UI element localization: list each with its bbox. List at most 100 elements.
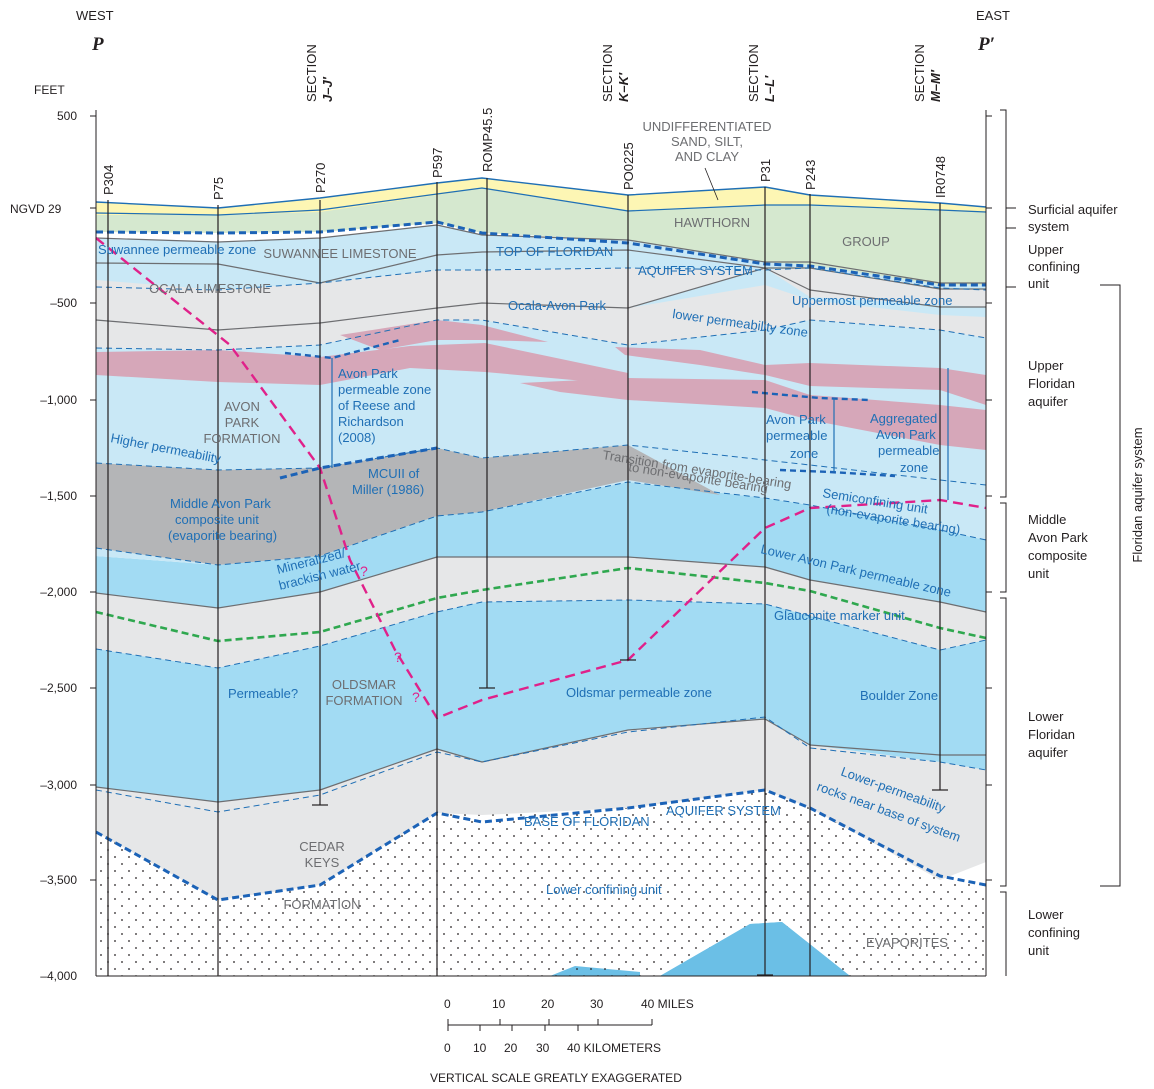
- unit-brackets: [1000, 109, 1121, 976]
- svg-text:10: 10: [473, 1041, 487, 1055]
- base-floridan-line: [95, 788, 987, 902]
- hydro-zone-labels: Suwannee permeable zone TOP OF FLORIDAN …: [98, 242, 963, 897]
- mcuii-line: [279, 446, 438, 480]
- mapcu-top-line: [95, 444, 987, 486]
- section-crossing-labels: SECTION J–J′ SECTION K–K′ SECTION L–L′ S…: [304, 44, 943, 102]
- scale-labels: 0 10 20 30 40 MILES 0 10 20 30 40 KILOME…: [430, 997, 694, 1085]
- svg-text:Miller (1986): Miller (1986): [352, 482, 424, 497]
- svg-text:Glauconite marker unit: Glauconite marker unit: [774, 608, 905, 623]
- axis-datum-label: NGVD 29: [10, 202, 62, 216]
- svg-text:Richardson: Richardson: [338, 414, 404, 429]
- lower-floridan-fill: [96, 482, 986, 802]
- svg-text:Floridan: Floridan: [1028, 376, 1075, 391]
- svg-text:unit: unit: [1028, 566, 1049, 581]
- west-label: WEST: [76, 8, 114, 23]
- svg-text:P75: P75: [211, 177, 226, 200]
- svg-text:SECTION: SECTION: [304, 44, 319, 102]
- svg-text:?: ?: [394, 649, 402, 665]
- svg-text:M–M′: M–M′: [928, 69, 943, 102]
- axis-tick-labels: 500 –500 –1,000 –1,500 –2,000 –2,500 –3,…: [40, 109, 77, 983]
- evaporite-lens-2: [340, 320, 548, 350]
- fresh-saline-interface-line: [95, 237, 987, 720]
- svg-text:K–K′: K–K′: [616, 72, 631, 102]
- svg-text:L–L′: L–L′: [762, 75, 777, 102]
- svg-text:SAND, SILT,: SAND, SILT,: [671, 134, 743, 149]
- svg-text:GROUP: GROUP: [842, 234, 890, 249]
- svg-text:–3,000: –3,000: [40, 778, 77, 792]
- svg-text:?: ?: [360, 563, 368, 579]
- svg-text:SUWANNEE LIMESTONE: SUWANNEE LIMESTONE: [263, 246, 416, 261]
- svg-text:SECTION: SECTION: [600, 44, 615, 102]
- svg-text:AQUIFER SYSTEM: AQUIFER SYSTEM: [666, 803, 781, 818]
- land-surface-line: [95, 177, 987, 209]
- svg-text:–4,000: –4,000: [40, 969, 77, 983]
- right-axis: [985, 110, 992, 976]
- evaporite-lens-3: [615, 347, 986, 405]
- svg-text:Permeable?: Permeable?: [228, 686, 298, 701]
- svg-text:permeable: permeable: [766, 428, 827, 443]
- surficial-base-line: [95, 187, 987, 216]
- svg-text:10: 10: [492, 997, 506, 1011]
- svg-text:VERTICAL SCALE GREATLY EXAGGER: VERTICAL SCALE GREATLY EXAGGERATED: [430, 1071, 682, 1085]
- svg-text:Avon Park: Avon Park: [766, 412, 826, 427]
- thickness-arrows: [331, 358, 949, 500]
- svg-text:Uppermost permeable zone: Uppermost permeable zone: [792, 293, 952, 308]
- svg-text:Boulder Zone: Boulder Zone: [860, 688, 938, 703]
- svg-text:500: 500: [57, 109, 77, 123]
- svg-text:OCALA LIMESTONE: OCALA LIMESTONE: [149, 281, 271, 296]
- svg-text:CEDAR: CEDAR: [299, 839, 345, 854]
- svg-text:40 KILOMETERS: 40 KILOMETERS: [567, 1041, 661, 1055]
- section-letter-left: P: [91, 34, 104, 55]
- svg-text:AND CLAY: AND CLAY: [675, 149, 739, 164]
- svg-text:–3,500: –3,500: [40, 873, 77, 887]
- svg-text:ROMP45.5: ROMP45.5: [480, 108, 495, 172]
- svg-text:Lower: Lower: [1028, 907, 1064, 922]
- lfa-base-line: [95, 718, 986, 803]
- svg-text:0: 0: [444, 1041, 451, 1055]
- svg-text:Upper: Upper: [1028, 242, 1064, 257]
- svg-text:zone: zone: [900, 460, 928, 475]
- evaporite-lens-4: [520, 378, 986, 450]
- top-floridan-line: [95, 220, 986, 287]
- svg-text:30: 30: [590, 997, 604, 1011]
- svg-text:FORMATION: FORMATION: [283, 897, 360, 912]
- svg-text:Avon Park: Avon Park: [876, 427, 936, 442]
- svg-text:Aggregated: Aggregated: [870, 411, 937, 426]
- hawthorn-base-line: [95, 224, 986, 284]
- mapcu-base-line: [95, 481, 987, 566]
- svg-text:J–J′: J–J′: [320, 76, 335, 102]
- svg-text:20: 20: [504, 1041, 518, 1055]
- ocala-avon-lower-perm-fill: [96, 285, 986, 350]
- svg-text:Surficial aquifer: Surficial aquifer: [1028, 202, 1118, 217]
- svg-text:(evaporite bearing): (evaporite bearing): [168, 528, 277, 543]
- svg-text:–500: –500: [50, 296, 77, 310]
- svg-text:permeable: permeable: [878, 443, 939, 458]
- svg-text:PARK: PARK: [225, 415, 260, 430]
- deep-evaporite-mound-cover: [660, 922, 850, 976]
- svg-text:unit: unit: [1028, 943, 1049, 958]
- svg-text:P31: P31: [758, 159, 773, 182]
- svg-text:MCUII of: MCUII of: [368, 466, 420, 481]
- svg-text:SECTION: SECTION: [912, 44, 927, 102]
- svg-text:0: 0: [444, 997, 451, 1011]
- well-names: P304 P75 P270 P597 ROMP45.5 PO0225 P31 P…: [101, 108, 948, 200]
- svg-text:SECTION: SECTION: [746, 44, 761, 102]
- svg-text:EVAPORITES: EVAPORITES: [866, 935, 948, 950]
- axis-unit-label: FEET: [34, 83, 65, 97]
- svg-text:Floridan aquifer system: Floridan aquifer system: [1130, 427, 1145, 562]
- svg-text:P597: P597: [430, 148, 445, 178]
- left-axis: [90, 110, 986, 977]
- svg-text:Middle: Middle: [1028, 512, 1066, 527]
- svg-text:(2008): (2008): [338, 430, 376, 445]
- svg-text:OLDSMAR: OLDSMAR: [332, 677, 396, 692]
- geologic-unit-labels: UNDIFFERENTIATED SAND, SILT, AND CLAY HA…: [149, 119, 948, 950]
- svg-text:confining: confining: [1028, 259, 1080, 274]
- glauconite-base-dash: [95, 599, 987, 669]
- well-bottom-ticks: [312, 659, 948, 976]
- svg-text:Lower confining unit: Lower confining unit: [546, 882, 662, 897]
- svg-text:PO0225: PO0225: [621, 142, 636, 190]
- well-bores: [107, 178, 941, 976]
- svg-text:Avon Park: Avon Park: [338, 366, 398, 381]
- lower-perm-dash-1: [95, 319, 987, 351]
- section-letter-right: P′: [977, 34, 995, 55]
